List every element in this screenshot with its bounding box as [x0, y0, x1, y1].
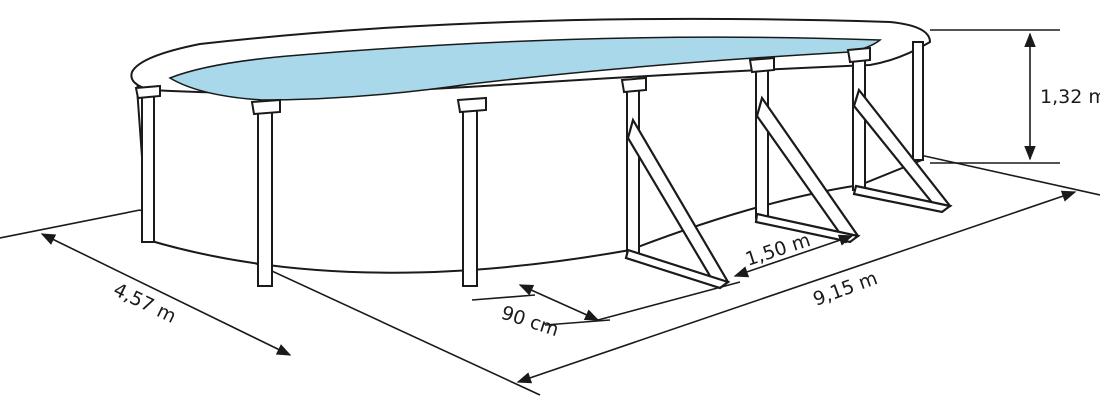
width-label: 4,57 m — [110, 279, 180, 328]
wall-post — [257, 107, 273, 287]
wall-post — [755, 65, 769, 219]
wall-posts — [141, 41, 924, 287]
spacing-dimension — [733, 234, 854, 278]
offset-label: 90 cm — [498, 302, 561, 341]
width-dimension — [40, 233, 292, 356]
spacing-label: 1,50 m — [743, 229, 813, 271]
wall-post — [626, 85, 640, 255]
wall-post — [141, 91, 155, 243]
length-label: 9,15 m — [810, 267, 880, 311]
wall-post — [852, 55, 866, 191]
height-label: 1,32 m — [1040, 86, 1100, 108]
offset-dimension — [471, 281, 741, 326]
wall-post — [462, 105, 478, 287]
wall-post — [912, 41, 924, 161]
height-dimension — [930, 29, 1060, 164]
length-dimension — [516, 190, 1077, 384]
top-plates — [134, 46, 871, 116]
